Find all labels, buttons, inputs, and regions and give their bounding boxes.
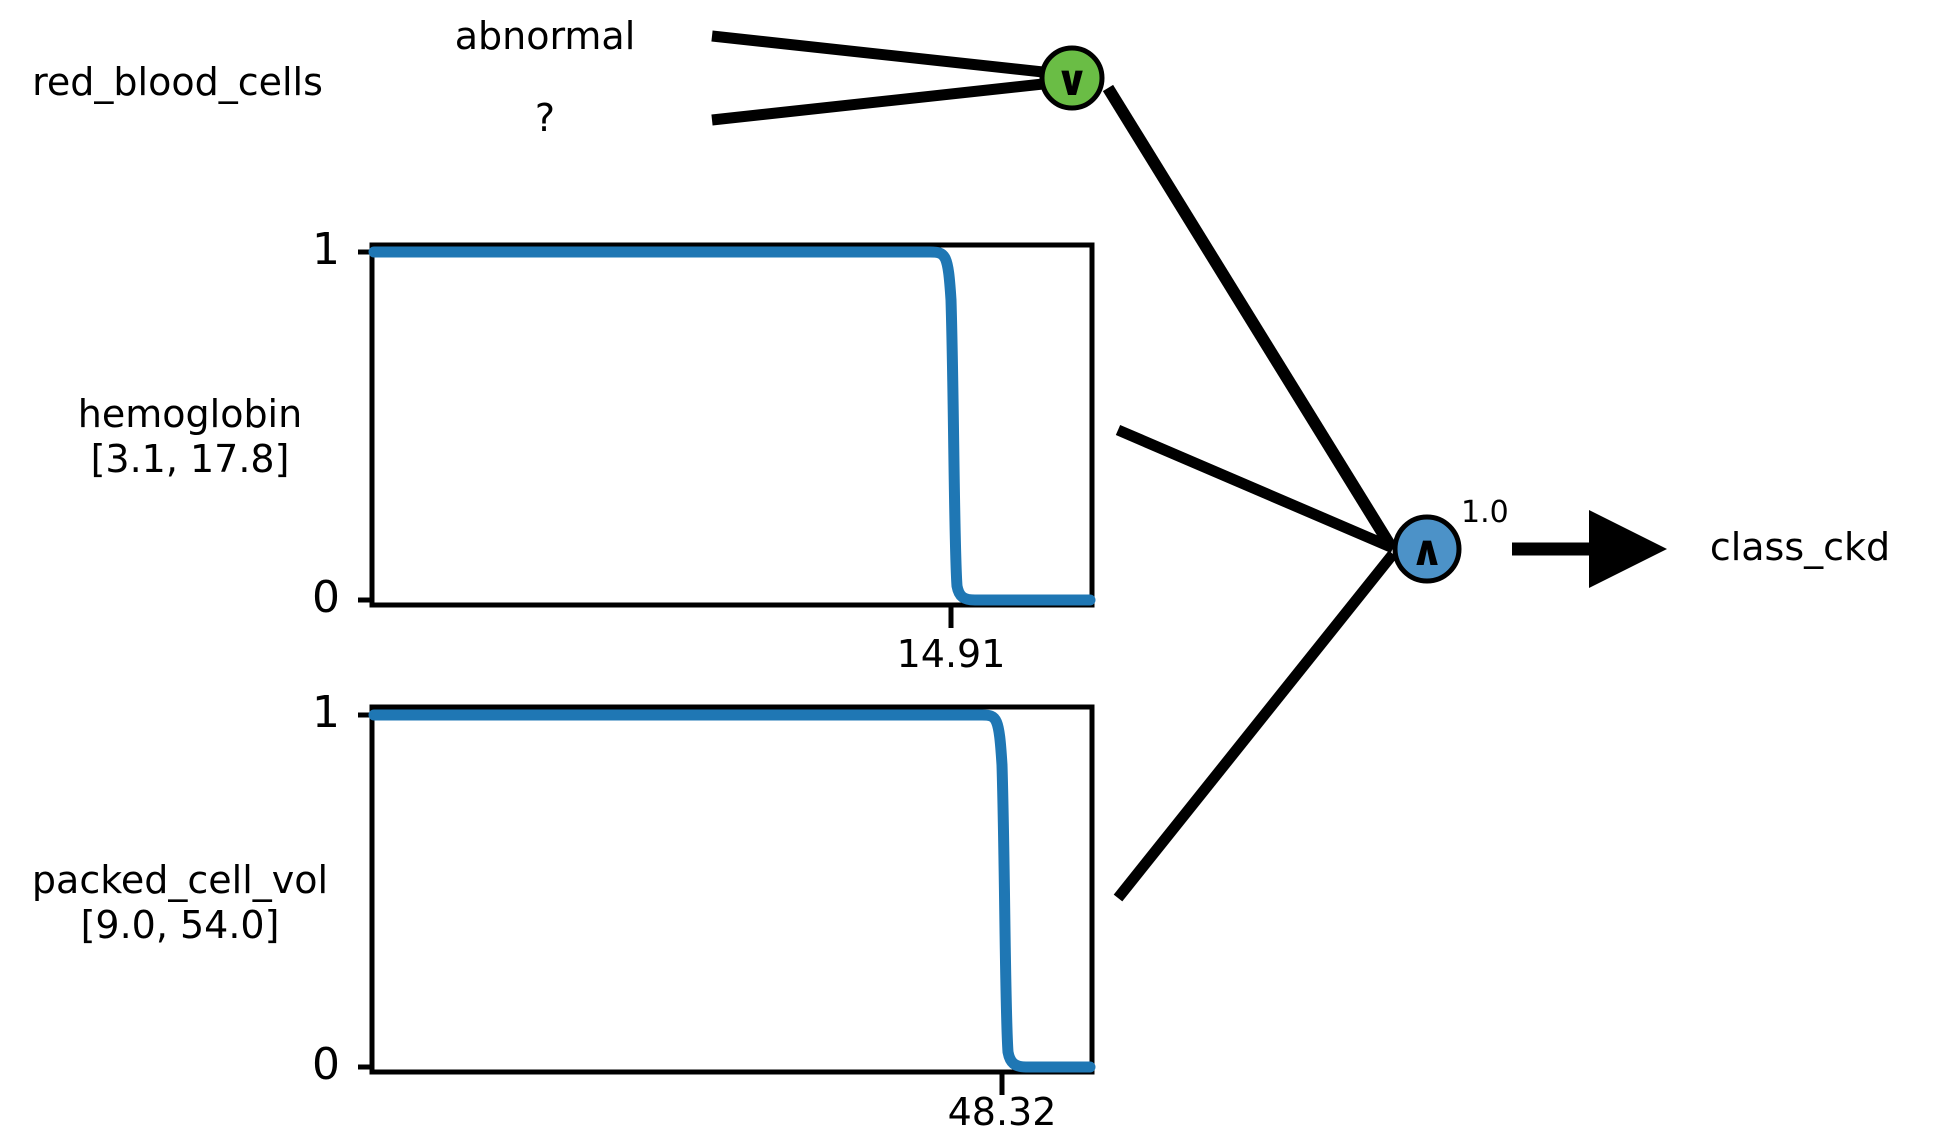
edge-unknown-to-or (711, 78, 1044, 126)
or-node-circle[interactable] (1039, 45, 1105, 111)
edge-packed-cell-vol-to-and (1113, 550, 1398, 902)
hemoglobin-membership-curve (368, 246, 1096, 606)
or-node-glyph: ∨ (1054, 56, 1090, 105)
category-label-unknown: ? (534, 96, 556, 140)
hemoglobin-ytick-label-0: 0 (312, 572, 340, 623)
input-label-hemoglobin: hemoglobin (77, 392, 303, 436)
packed-cell-vol-ytick-label-1: 1 (312, 687, 340, 738)
and-node-weight-label: 1.0 (1461, 495, 1509, 530)
packed-cell-vol-plot-frame (369, 704, 1095, 1075)
input-range-packed-cell-vol: [9.0, 54.0] (80, 903, 280, 947)
hemoglobin-membership-chart (358, 242, 1096, 628)
packed-cell-vol-xtick-label-threshold: 48.32 (947, 1090, 1057, 1134)
input-label-red-blood-cells: red_blood_cells (32, 60, 323, 104)
packed-cell-vol-membership-chart (358, 704, 1096, 1095)
hemoglobin-plot-frame (369, 242, 1095, 608)
edge-abnormal-to-or (711, 30, 1044, 78)
category-label-abnormal: abnormal (454, 14, 636, 58)
edge-hemoglobin-to-and (1115, 424, 1396, 554)
input-label-packed-cell-vol: packed_cell_vol (31, 858, 329, 902)
edge-or-to-and (1102, 84, 1396, 549)
packed-cell-vol-ytick-label-0: 0 (312, 1039, 340, 1090)
hemoglobin-xtick-label-threshold: 14.91 (896, 632, 1006, 676)
hemoglobin-ytick-label-1: 1 (312, 224, 340, 275)
output-label-class-ckd: class_ckd (1709, 525, 1891, 569)
input-range-hemoglobin: [3.1, 17.8] (90, 437, 290, 481)
and-node-glyph: ∧ (1409, 526, 1445, 575)
packed-cell-vol-membership-curve (368, 709, 1096, 1073)
and-node-circle[interactable] (1392, 514, 1462, 584)
